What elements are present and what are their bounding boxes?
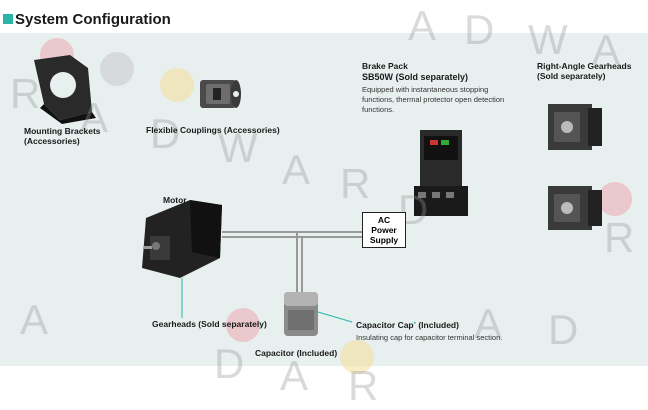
capacitor-cap-label: Capacitor Cap* (Included) <box>356 320 459 330</box>
capacitor-label: Capacitor (Included) <box>255 348 338 358</box>
capacitor-icon <box>284 292 318 336</box>
watermark-letter: A <box>280 352 309 399</box>
watermark-letter: W <box>528 16 568 63</box>
watermark-dot <box>160 68 194 102</box>
mounting-brackets-label: Mounting Brackets (Accessories) <box>24 126 101 146</box>
watermark-letter: R <box>604 214 635 261</box>
watermark-dot <box>226 308 260 342</box>
watermark-letter: D <box>150 110 181 157</box>
flexible-coupling-icon <box>200 80 241 108</box>
watermark-letter: A <box>20 296 49 343</box>
brake-pack-icon <box>414 130 468 216</box>
right-angle-line1: Right-Angle Gearheads <box>537 61 632 71</box>
right-angle-gearheads-label: Right-Angle Gearheads (Sold separately) <box>537 61 631 81</box>
wiring-lines <box>222 231 362 292</box>
right-angle-line2: (Sold separately) <box>537 71 606 81</box>
configuration-panel <box>0 33 648 366</box>
section-title: System Configuration <box>15 11 171 28</box>
brake-pack-model: SB50W (Sold separately) <box>362 72 469 82</box>
watermark-letter: A <box>408 2 437 49</box>
watermark-dot <box>340 340 374 374</box>
mounting-brackets-line1: Mounting Brackets <box>24 126 101 136</box>
watermark-letter: D <box>464 6 495 53</box>
brake-pack-desc-line1: Equipped with instantaneous stopping <box>362 85 489 94</box>
ac-power-line3: Supply <box>369 235 399 245</box>
capacitor-cap-leader-line <box>317 311 353 323</box>
ac-power-line2: Power <box>371 225 397 235</box>
motor-icon <box>142 200 222 278</box>
mounting-brackets-line2: (Accessories) <box>24 136 80 146</box>
motor-label: Motor <box>163 195 187 205</box>
flexible-couplings-label: Flexible Couplings (Accessories) <box>146 125 280 135</box>
mounting-bracket-icon <box>34 55 96 124</box>
watermark-letter: D <box>548 306 579 353</box>
title-square-icon <box>3 14 13 24</box>
watermark-letter: A <box>282 146 311 193</box>
capacitor-cap-included: (Included) <box>418 320 459 330</box>
watermark-letter: W <box>218 124 258 171</box>
brake-pack-description: Equipped with instantaneous stopping fun… <box>362 85 504 115</box>
watermark-dot <box>598 182 632 216</box>
watermark-letter: A <box>80 94 109 141</box>
capacitor-cap-text: Capacitor Cap <box>356 320 414 330</box>
watermark-letter: A <box>474 300 503 347</box>
watermark-letter: R <box>10 70 41 117</box>
brake-pack-title: Brake Pack <box>362 61 408 71</box>
right-angle-gearhead-icon <box>548 104 602 150</box>
capacitor-cap-description: Insulating cap for capacitor terminal se… <box>356 333 503 342</box>
right-angle-gearhead-icon <box>548 186 602 230</box>
ac-power-supply-box: AC Power Supply <box>362 212 406 248</box>
brake-pack-desc-line2: functions, thermal protector open detect… <box>362 95 505 104</box>
ac-power-line1: AC <box>377 215 391 225</box>
watermark-letter: A <box>592 26 621 73</box>
brake-pack-desc-line3: functions. <box>362 105 395 114</box>
watermark-dot <box>100 52 134 86</box>
watermark-letter: R <box>340 160 371 207</box>
gearheads-label: Gearheads (Sold separately) <box>152 319 267 329</box>
diagram-artwork <box>34 55 602 336</box>
watermark-letter: D <box>214 340 245 387</box>
watermark-letter: R <box>348 362 379 409</box>
